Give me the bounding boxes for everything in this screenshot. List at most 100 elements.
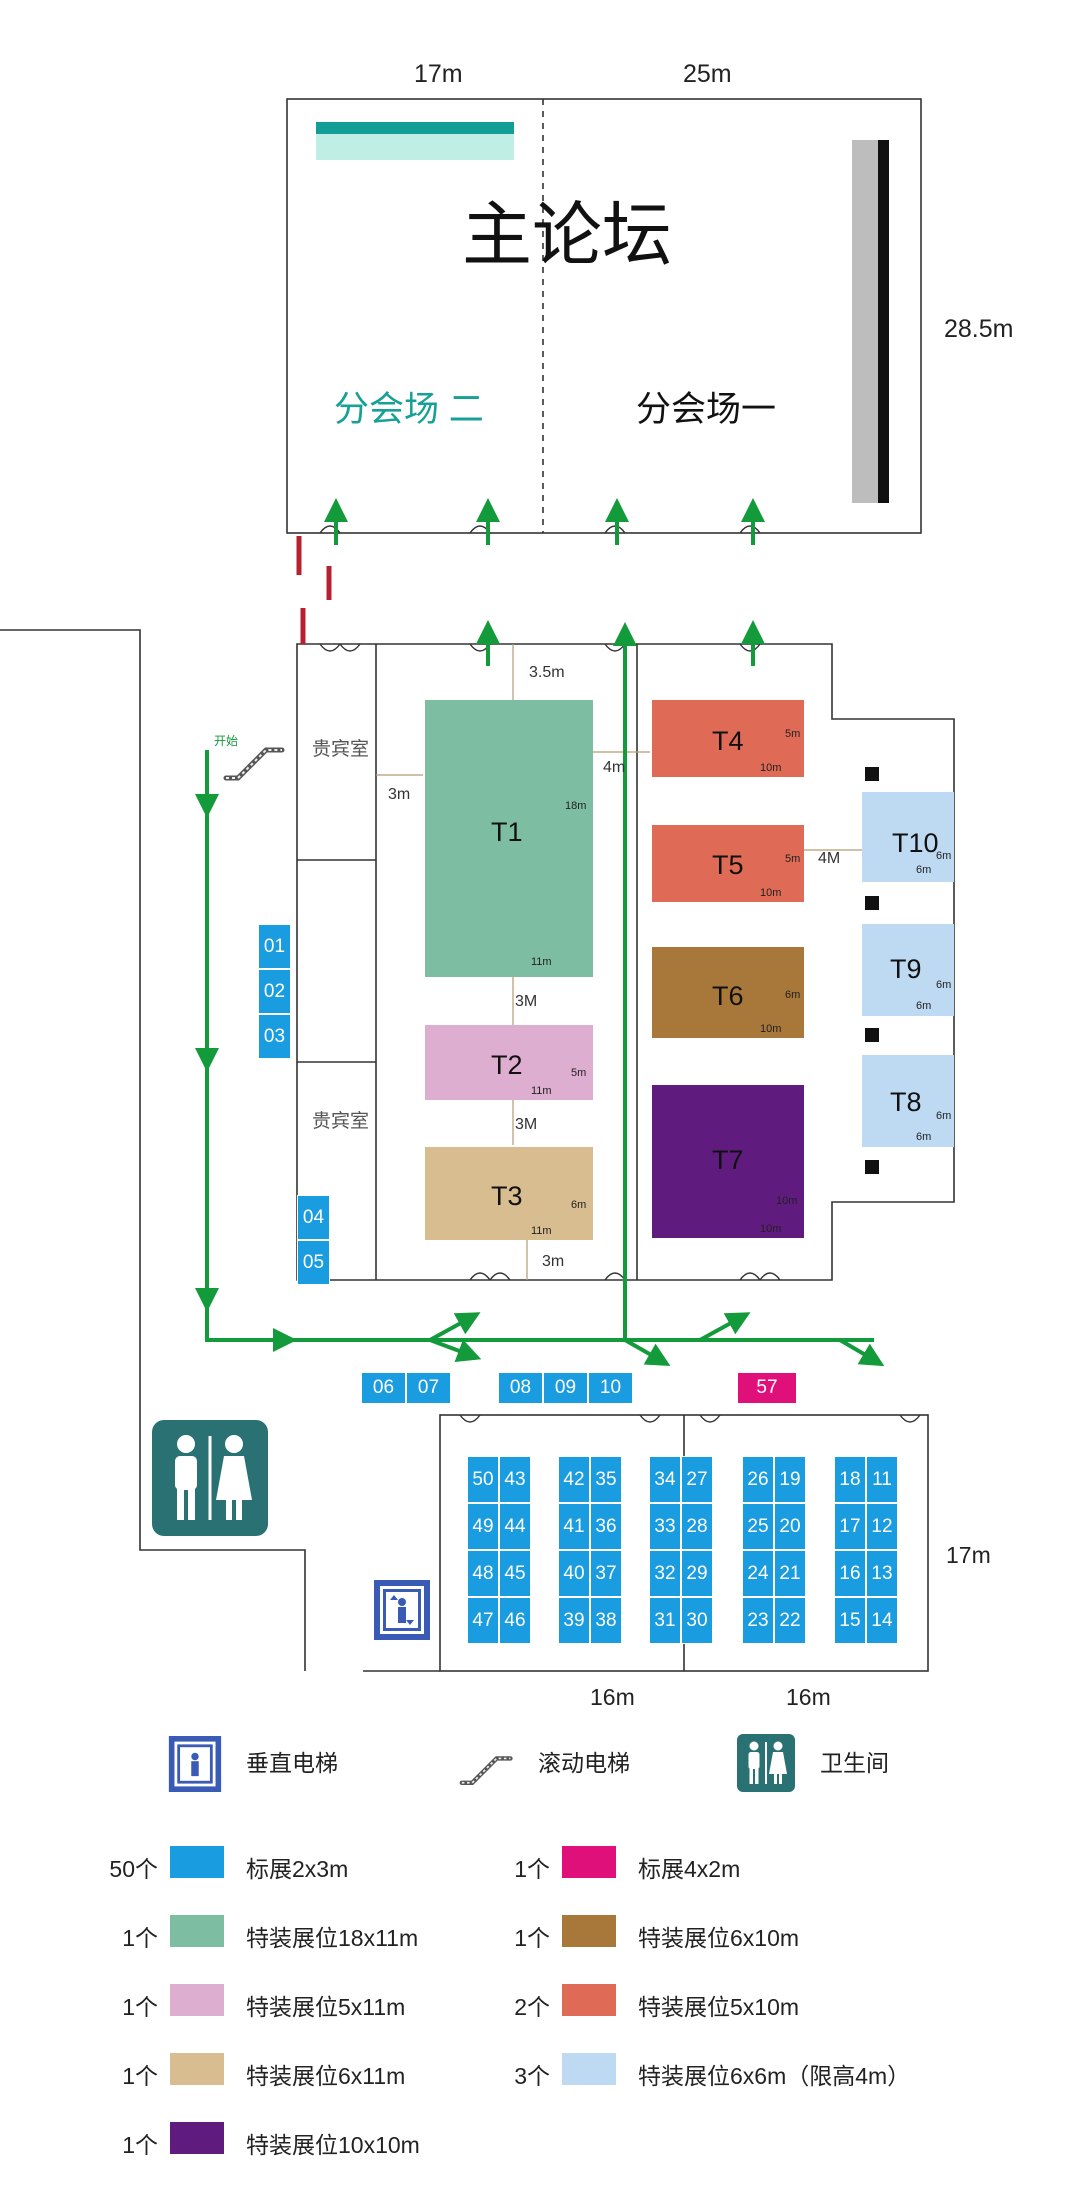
booth-T2-label: T2	[491, 1050, 523, 1080]
legend-restroom-label: 卫生间	[820, 1750, 889, 1776]
legend-restroom-icon	[737, 1734, 795, 1792]
booth-T9-width: 6m	[916, 1000, 932, 1012]
booth-T5[interactable]: T5 5m 10m	[652, 825, 804, 902]
elevator-map-icon	[372, 1578, 432, 1642]
restroom-map-icon	[152, 1420, 268, 1536]
booth-07[interactable]: 07	[406, 1372, 451, 1404]
booth-16[interactable]: 16	[834, 1550, 866, 1597]
booth-43[interactable]: 43	[499, 1456, 531, 1503]
booth-38[interactable]: 38	[590, 1597, 622, 1644]
booth-26[interactable]: 26	[742, 1456, 774, 1503]
legend-count: 1个	[514, 1856, 550, 1882]
booth-20[interactable]: 20	[774, 1503, 806, 1550]
legend-count: 1个	[514, 1925, 550, 1951]
booth-01[interactable]: 01	[258, 924, 291, 969]
booth-41[interactable]: 41	[558, 1503, 590, 1550]
booth-44[interactable]: 44	[499, 1503, 531, 1550]
booth-T2-height: 5m	[571, 1067, 587, 1079]
booth-03[interactable]: 03	[258, 1014, 291, 1059]
booth-05[interactable]: 05	[297, 1240, 330, 1285]
booth-02[interactable]: 02	[258, 969, 291, 1014]
main-forum-outline	[286, 98, 922, 534]
booth-T4-width: 10m	[760, 762, 782, 774]
booth-46[interactable]: 46	[499, 1597, 531, 1644]
booth-15[interactable]: 15	[834, 1597, 866, 1644]
booth-T7[interactable]: T7 10m 10m	[652, 1085, 804, 1238]
booth-22[interactable]: 22	[774, 1597, 806, 1644]
sub-venue-two: 分会场 二	[334, 390, 484, 429]
booth-29[interactable]: 29	[681, 1550, 713, 1597]
dim-lower-depth: 17m	[946, 1542, 991, 1568]
booth-T8[interactable]: T8 6m 6m	[862, 1055, 954, 1147]
dim-lower-right: 16m	[786, 1684, 831, 1710]
booth-40[interactable]: 40	[558, 1550, 590, 1597]
gap-4m: 4m	[603, 759, 626, 776]
booth-39[interactable]: 39	[558, 1597, 590, 1644]
booth-T5-width: 10m	[760, 887, 782, 899]
booth-49[interactable]: 49	[467, 1503, 499, 1550]
booth-57[interactable]: 57	[737, 1372, 797, 1404]
legend-label: 特装展位5x11m	[246, 1994, 406, 2020]
booth-47[interactable]: 47	[467, 1597, 499, 1644]
legend-swatch	[170, 2122, 224, 2154]
booth-T10[interactable]: T10 6m 6m	[862, 792, 954, 882]
booth-06[interactable]: 06	[361, 1372, 406, 1404]
booth-T6-width: 10m	[760, 1023, 782, 1035]
booth-T9[interactable]: T9 6m 6m	[862, 924, 954, 1016]
legend-count: 3个	[514, 2063, 550, 2089]
booth-42[interactable]: 42	[558, 1456, 590, 1503]
booth-25[interactable]: 25	[742, 1503, 774, 1550]
booth-37[interactable]: 37	[590, 1550, 622, 1597]
booth-50[interactable]: 50	[467, 1456, 499, 1503]
booth-23[interactable]: 23	[742, 1597, 774, 1644]
booth-19[interactable]: 19	[774, 1456, 806, 1503]
gap-3-5m: 3.5m	[529, 664, 565, 681]
legend-count: 50个	[109, 1856, 158, 1882]
booth-T2-width: 11m	[531, 1085, 552, 1097]
booth-T10-width: 6m	[916, 864, 932, 876]
booth-13[interactable]: 13	[866, 1550, 898, 1597]
booth-14[interactable]: 14	[866, 1597, 898, 1644]
booth-33[interactable]: 33	[649, 1503, 681, 1550]
booth-T9-height: 6m	[936, 979, 952, 991]
booth-48[interactable]: 48	[467, 1550, 499, 1597]
booth-T7-width: 10m	[760, 1223, 782, 1235]
booth-T1[interactable]: T1 18m 11m	[425, 700, 593, 977]
booth-34[interactable]: 34	[649, 1456, 681, 1503]
legend-escalator-label: 滚动电梯	[538, 1750, 630, 1776]
booth-27[interactable]: 27	[681, 1456, 713, 1503]
booth-T10-height: 6m	[936, 850, 952, 862]
booth-30[interactable]: 30	[681, 1597, 713, 1644]
booth-36[interactable]: 36	[590, 1503, 622, 1550]
visitor-route	[195, 498, 885, 1367]
legend-label: 特装展位6x11m	[246, 2063, 406, 2089]
booth-21[interactable]: 21	[774, 1550, 806, 1597]
booth-28[interactable]: 28	[681, 1503, 713, 1550]
booth-09[interactable]: 09	[543, 1372, 588, 1404]
booth-T6[interactable]: T6 6m 10m	[652, 947, 804, 1038]
booth-T3[interactable]: T3 6m 11m	[425, 1147, 593, 1240]
booth-24[interactable]: 24	[742, 1550, 774, 1597]
booth-T4[interactable]: T4 5m 10m	[652, 700, 804, 777]
booth-08[interactable]: 08	[498, 1372, 543, 1404]
route-start: 开始	[214, 734, 239, 748]
booth-T2[interactable]: T2 5m 11m	[425, 1025, 593, 1100]
booth-45[interactable]: 45	[499, 1550, 531, 1597]
exhibition-hall-outline	[296, 643, 955, 1281]
booth-35[interactable]: 35	[590, 1456, 622, 1503]
booth-17[interactable]: 17	[834, 1503, 866, 1550]
booth-04[interactable]: 04	[297, 1195, 330, 1240]
booth-T3-label: T3	[491, 1181, 523, 1211]
dim-top-left: 17m	[414, 60, 463, 88]
gap-3m-left: 3m	[388, 786, 411, 803]
booth-T7-height: 10m	[776, 1195, 798, 1207]
legend-count: 1个	[122, 2132, 158, 2158]
booth-18[interactable]: 18	[834, 1456, 866, 1503]
booth-32[interactable]: 32	[649, 1550, 681, 1597]
booth-11[interactable]: 11	[866, 1456, 898, 1503]
booth-T4-height: 5m	[785, 728, 801, 740]
booth-10[interactable]: 10	[588, 1372, 633, 1404]
booth-12[interactable]: 12	[866, 1503, 898, 1550]
booth-31[interactable]: 31	[649, 1597, 681, 1644]
legend-elevator-label: 垂直电梯	[246, 1750, 338, 1776]
